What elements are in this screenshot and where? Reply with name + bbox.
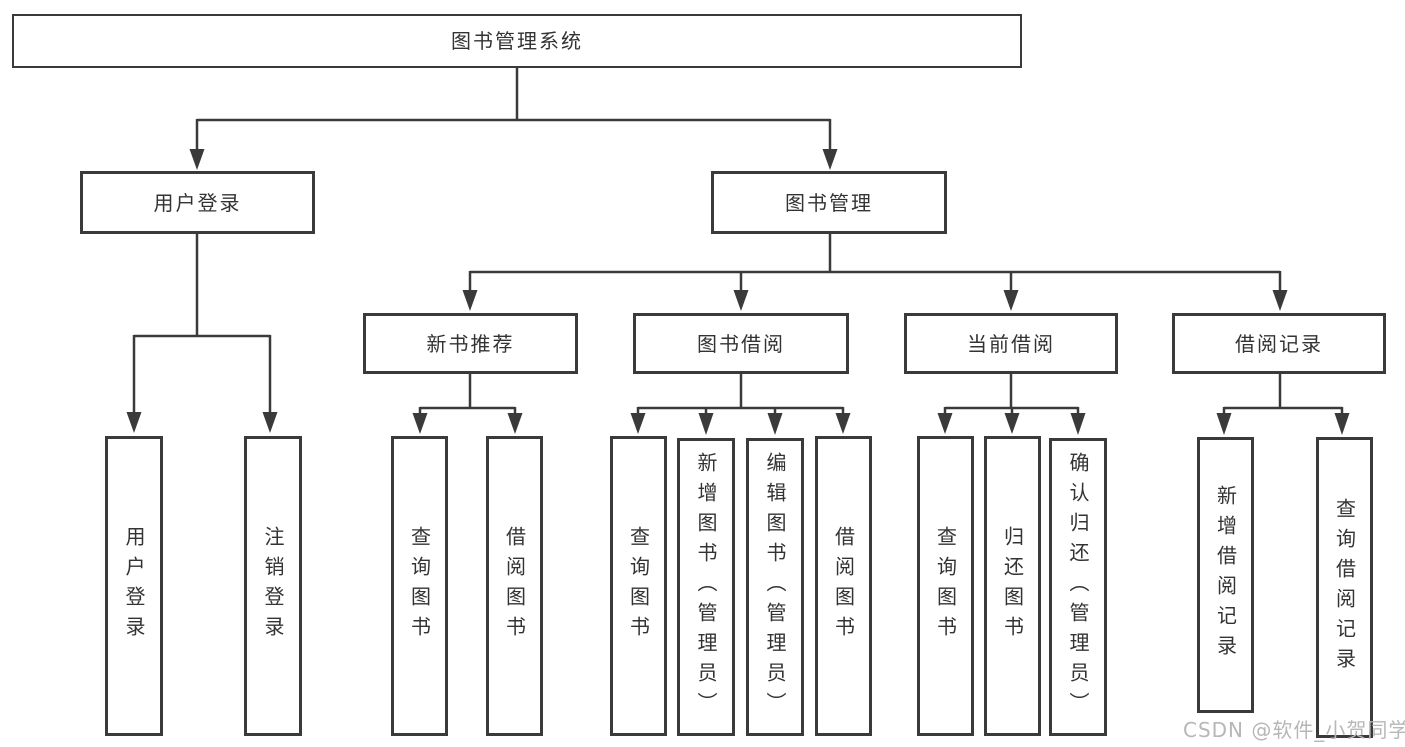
node-leaf-user-login: 用户登录 <box>105 436 163 736</box>
arrow-leaf-br-add <box>1216 413 1232 435</box>
arrow-leaf-bb-edit <box>767 413 783 435</box>
node-borrow-records: 借阅记录 <box>1172 313 1386 374</box>
node-book-management: 图书管理 <box>711 171 947 234</box>
node-book-borrow: 图书借阅 <box>633 313 849 374</box>
arrow-leaf-userlogin <box>126 412 142 433</box>
node-leaf-add-books-admin: 新增图书（管理员） <box>677 438 735 736</box>
node-leaf-recommend-borrow-books: 借阅图书 <box>486 436 543 736</box>
arrow-leaf-bb-query <box>630 413 646 434</box>
arrow-newbookrec <box>462 290 478 311</box>
arrow-leaf-logout <box>262 412 278 433</box>
arrow-currentborrow <box>1003 290 1019 311</box>
node-user-login: 用户登录 <box>80 171 315 234</box>
node-leaf-borrow-query-books: 查询图书 <box>610 436 667 736</box>
node-leaf-recommend-query-books: 查询图书 <box>391 436 448 736</box>
node-leaf-confirm-return-admin: 确认归还（管理员） <box>1049 438 1107 736</box>
node-leaf-query-borrow-record: 查询借阅记录 <box>1316 437 1373 738</box>
node-leaf-edit-books-admin: 编辑图书（管理员） <box>746 438 804 736</box>
arrow-leaf-cb-confirm <box>1070 413 1086 435</box>
arrow-bookmgmt <box>822 149 838 170</box>
arrow-leaf-rec-query <box>412 413 428 434</box>
node-root-system: 图书管理系统 <box>12 14 1022 68</box>
node-leaf-add-borrow-record: 新增借阅记录 <box>1197 437 1254 713</box>
arrow-leaf-bb-add <box>698 413 714 435</box>
node-new-book-recommend: 新书推荐 <box>363 313 578 374</box>
csdn-watermark: CSDN @软件_小贺同学 <box>1183 718 1405 742</box>
node-leaf-return-books: 归还图书 <box>984 436 1041 736</box>
node-leaf-logout: 注销登录 <box>244 436 302 736</box>
arrow-borrowrecords <box>1272 290 1288 311</box>
arrow-leaf-cb-query <box>937 413 953 434</box>
node-leaf-borrow-books: 借阅图书 <box>815 436 872 736</box>
arrow-userlogin <box>189 149 205 170</box>
node-current-borrow: 当前借阅 <box>904 313 1118 374</box>
arrow-leaf-rec-borrow <box>507 413 523 434</box>
arrow-leaf-cb-return <box>1004 413 1020 434</box>
arrowheads <box>126 149 1350 435</box>
arrow-bookborrow <box>733 290 749 311</box>
node-leaf-current-query-books: 查询图书 <box>917 436 974 736</box>
arrow-leaf-br-query <box>1334 413 1350 435</box>
arrow-leaf-bb-borrow <box>835 413 851 434</box>
